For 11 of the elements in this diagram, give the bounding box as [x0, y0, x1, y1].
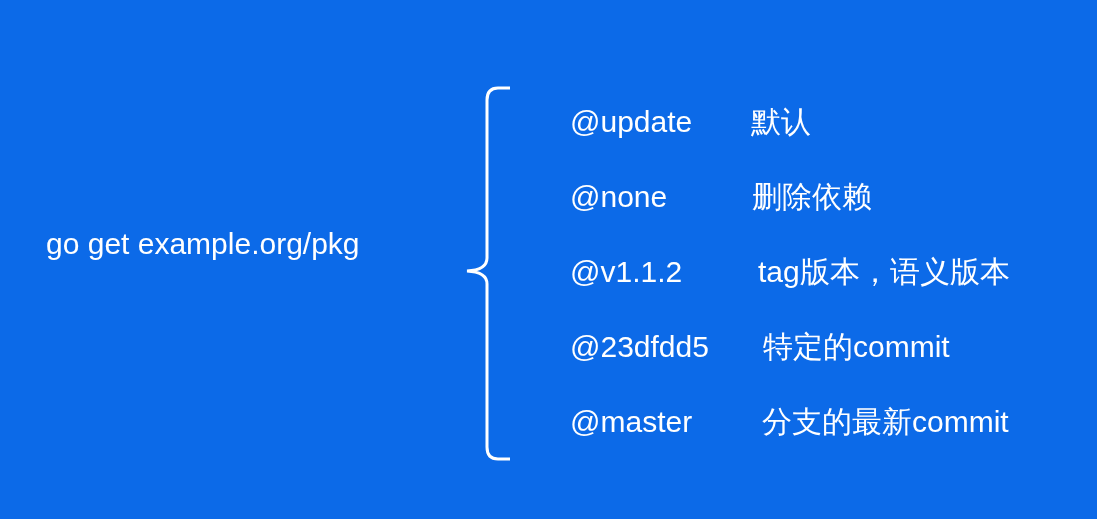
version-suffix: @23dfdd5: [570, 329, 709, 365]
suffix-description: 删除依赖: [752, 179, 872, 215]
version-suffix: @update: [570, 104, 693, 140]
version-suffix: @master: [570, 404, 693, 440]
suffix-description: 分支的最新commit: [762, 404, 1009, 440]
suffix-description: 默认: [751, 104, 811, 140]
suffix-description: tag版本，语义版本: [758, 254, 1010, 290]
version-suffix: @none: [570, 179, 668, 215]
version-suffix: @v1.1.2: [570, 254, 683, 290]
command-text: go get example.org/pkg: [46, 226, 360, 262]
suffix-description: 特定的commit: [763, 329, 950, 365]
